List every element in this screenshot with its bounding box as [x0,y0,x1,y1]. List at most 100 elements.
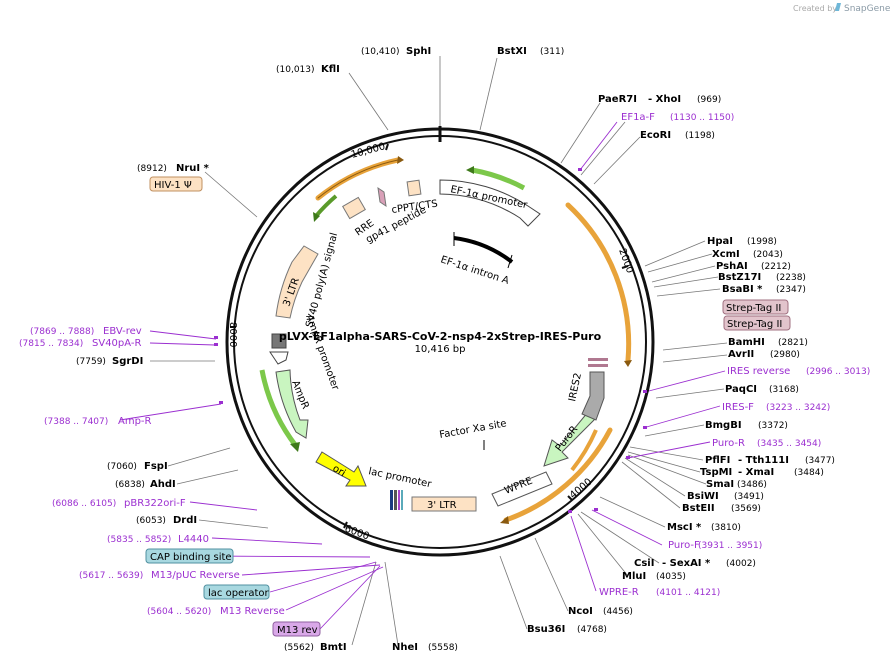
primer-wpre-r-pos: (4101 .. 4121) [656,588,720,598]
primer-amp-r-pos: (7388 .. 7407) [44,417,108,427]
hiv1-psi-label: HIV-1 Ψ [154,180,192,191]
ef1a-intron-label: EF-1α intron A [439,254,510,287]
site-bmgbi-name: BmgBI [705,420,742,431]
ampr-feature [275,369,309,439]
site-ncoi-pos: (4456) [603,607,633,617]
strep-tag-label-1: Strep-Tag II [726,303,781,314]
site-drdi-pos: (6053) [136,516,166,526]
site-paqci-pos: (3168) [769,385,799,395]
site-nrui-pos: (8912) [137,164,167,174]
primer-ires-reverse-pos: (2996 .. 3013) [806,367,870,377]
site-ahdi-pos: (6838) [115,480,145,490]
strep-tag-marker-2 [588,364,608,367]
three-ltr-bottom-label: 3' LTR [427,500,457,511]
site-pshai-pos: (2212) [761,262,791,272]
site-xcmi-name: XcmI [712,249,740,260]
lac-promoter-marks [390,490,403,510]
site-sexai-pos: (4002) [726,559,756,569]
primer-ires-reverse-name: IRES reverse [727,366,790,377]
site-hpai-pos: (1998) [747,237,777,247]
site-bsabi-name: BsaBI * [722,284,763,295]
cppt-cts-feature [406,179,422,197]
site-tspmi-name: TspMI [700,467,732,478]
leader-lines [150,56,728,646]
green-arcs [259,167,598,472]
primer-ef1a-f-name: EF1a-F [621,112,655,123]
primer-ires-f-pos: (3223 .. 3242) [766,403,830,413]
puror-feature [543,411,597,467]
site-fspi-pos: (7060) [107,462,137,472]
site-mlui-name: MluI [622,571,646,582]
site-ncoi-name: NcoI [568,606,593,617]
lac-operator-label: lac operator [208,588,269,599]
orf-arrowhead-1 [397,156,404,164]
hiv1-psi-box [149,176,203,192]
site-sexai-name: - SexAI * [662,558,711,569]
strep-tag-box-2 [723,315,791,331]
site-csii-name: CsiI [634,558,654,569]
site-nhei-name: NheI [392,642,418,653]
factor-xa-label: Factor Xa site [439,418,508,441]
primer-ebv-rev-pos: (7869 .. 7888) [30,327,94,337]
restriction-sites: (10,410) SphI BstXI (311) (10,013) KflI … [76,46,835,653]
green-arrowhead-1 [466,166,474,174]
orf-arrowhead-3 [500,516,509,524]
ef1a-promoter-feature [439,179,541,227]
sv40-ori-block [271,333,287,349]
primer-m13-puc-reverse-pos: (5617 .. 5639) [79,571,143,581]
site-avrii-name: AvrII [728,349,754,360]
site-xmai-pos: (3484) [794,468,824,478]
ori-feature [315,451,367,487]
primer-m13-puc-reverse-name: M13/pUC Reverse [151,570,240,581]
site-bstz17i-pos: (2238) [776,273,806,283]
plasmid-size: 10,416 bp [415,344,466,355]
site-nhei-pos: (5558) [428,643,458,653]
primer-m13-reverse-pos: (5604 .. 5620) [147,607,211,617]
watermark-brand: SnapGene [844,4,891,14]
site-xhoi-pos: (969) [697,95,721,105]
green-arrowhead-3 [290,442,300,452]
lac-promoter-label: lac promoter [367,466,433,490]
site-tth111i-pos: (3477) [805,456,835,466]
site-avrii-pos: (2980) [770,350,800,360]
strep-tag-marker-1 [588,358,608,361]
tick-label-10000: 10,000 [350,141,387,161]
primer-l4440-name: L4440 [178,534,209,545]
boxed-labels: HIV-1 Ψ Strep-Tag II Strep-Tag II CAP bi… [145,176,791,637]
site-pshai-name: PshAI [716,261,748,272]
site-xhoi-name: - XhoI [648,94,681,105]
ires2-feature [581,371,605,421]
site-sgrdi-name: SgrDI [112,356,143,367]
site-ecori-name: EcoRI [640,130,671,141]
ampr-promoter-arrow [269,351,289,365]
site-hpai-name: HpaI [707,236,733,247]
site-bsiwi-name: BsiWI [687,491,719,502]
site-bsiwi-pos: (3491) [734,492,764,502]
primer-puro-f-name: Puro-F [668,540,700,551]
site-bmti-name: BmtI [320,642,347,653]
site-bsteii-name: BstEII [682,503,715,514]
site-nrui-name: NruI * [176,163,210,174]
orf-arrowhead-2 [624,360,632,367]
primer-pbr322ori-f-pos: (6086 .. 6105) [52,499,116,509]
site-bamhi-name: BamHI [728,337,765,348]
three-ltr-bottom-feature [411,496,477,512]
ires2-label: IRES2 [567,372,584,403]
site-drdi-name: DrdI [173,515,197,526]
site-sphi-name: SphI [406,46,431,57]
site-kfli-pos: (10,013) [276,65,315,75]
site-xcmi-pos: (2043) [753,250,783,260]
cap-binding-site-box [145,548,234,564]
site-msci-pos: (3810) [711,523,741,533]
plasmid-name: pLVX-EF1alpha-SARS-CoV-2-nsp4-2xStrep-IR… [279,330,602,343]
primer-puro-f-pos: (3931 .. 3951) [698,541,762,551]
primer-m13-reverse-name: M13 Reverse [220,606,285,617]
orf-arcs [315,157,632,523]
site-sphi-pos: (10,410) [361,47,400,57]
site-ahdi-name: AhdI [150,479,176,490]
strep-tag-label-2: Strep-Tag II [727,319,782,330]
primer-puro-r-pos: (3435 .. 3454) [757,439,821,449]
primer-labels: EF1a-F (1130 .. 1150) (7869 .. 7888) EBV… [19,112,870,617]
primer-puro-r-name: Puro-R [712,438,745,449]
